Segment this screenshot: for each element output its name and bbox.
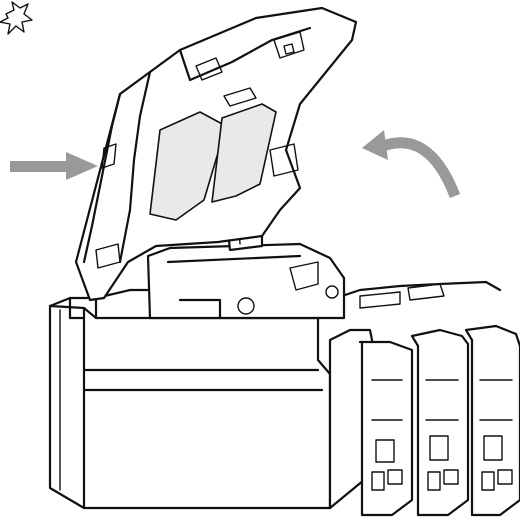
- hinged-cover: [74, 6, 358, 302]
- sparkle-icon: [0, 1, 33, 35]
- terminal-block-1: [328, 328, 414, 517]
- rotate-arrow-icon: [362, 130, 461, 199]
- terminal-block-2: [410, 328, 470, 517]
- terminal-block-3: [464, 324, 520, 517]
- push-arrow-icon: [10, 152, 98, 180]
- inner-mechanism: [146, 242, 445, 320]
- breaker-body: [48, 280, 502, 510]
